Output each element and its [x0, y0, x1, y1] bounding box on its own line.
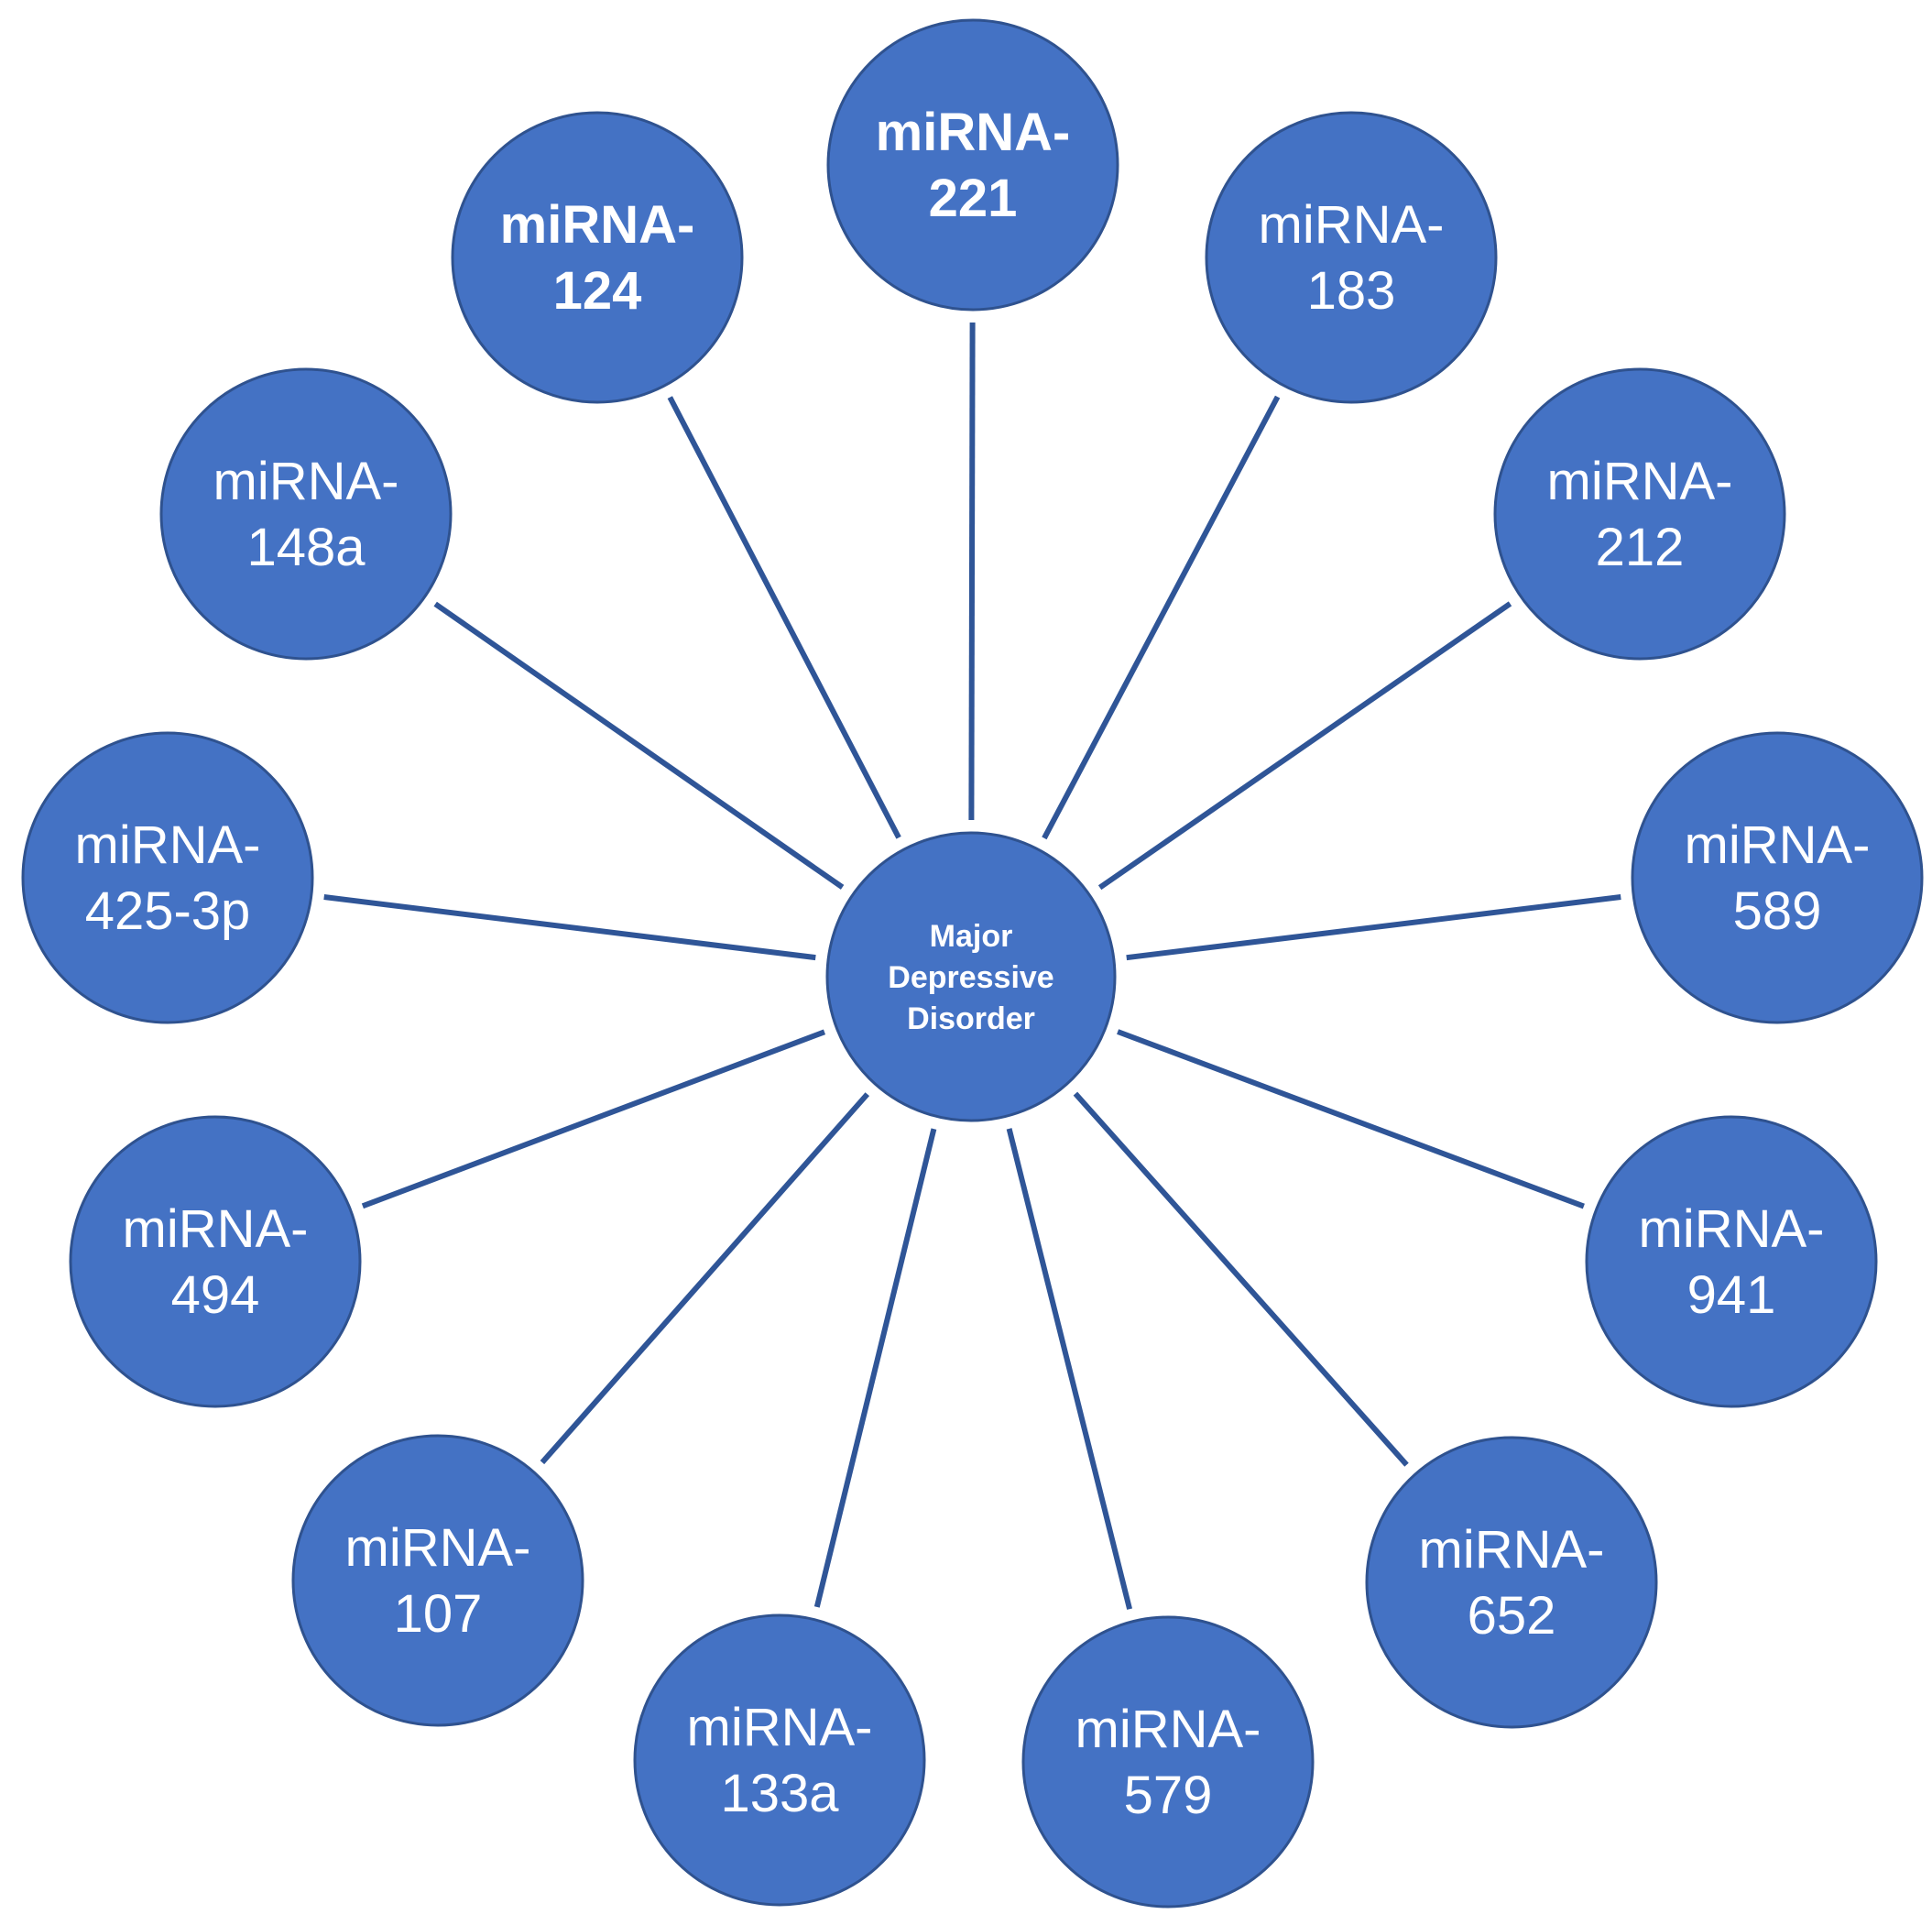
- node-label-line: 579: [1124, 1766, 1213, 1825]
- node-mirna-579: miRNA- 579: [1021, 1615, 1315, 1909]
- node-label-line: miRNA-: [1685, 815, 1871, 875]
- node-label-line: 124: [553, 261, 642, 321]
- node-label-line: 133a: [720, 1764, 839, 1823]
- node-circle: [159, 367, 453, 661]
- connector-mirna-589: [1126, 894, 1621, 961]
- node-mirna-494: miRNA-494: [69, 1115, 362, 1408]
- node-label-line: 148a: [246, 518, 366, 577]
- node-mirna-107: miRNA-107: [291, 1434, 584, 1727]
- node-label-line: 941: [1687, 1265, 1776, 1325]
- node-label-line: miRNA-: [687, 1698, 873, 1757]
- node-mirna-221: miRNA- 221: [826, 18, 1119, 312]
- node-label-line: 183: [1307, 261, 1396, 321]
- node-label-line: miRNA-: [1075, 1700, 1261, 1759]
- node-mirna-589: miRNA-589: [1631, 731, 1924, 1024]
- node-mirna-425-3p: miRNA-425-3p: [21, 731, 314, 1024]
- node-mirna-212: miRNA- 212: [1493, 367, 1786, 661]
- node-circle: [1365, 1436, 1658, 1729]
- connector-mirna-941: [1117, 1029, 1585, 1209]
- node-label-line: miRNA-: [876, 103, 1071, 162]
- center-label-line: Depressive: [888, 960, 1053, 995]
- node-label-line: miRNA-: [345, 1518, 531, 1578]
- center-circle: [825, 831, 1117, 1122]
- node-circle: [1021, 1615, 1315, 1909]
- node-circle: [291, 1434, 584, 1727]
- node-label-line: miRNA-: [1419, 1520, 1605, 1580]
- node-label-line: miRNA-: [500, 195, 695, 255]
- node-circle: [826, 18, 1119, 312]
- connector-mirna-133a: [813, 1128, 937, 1608]
- node-mirna-148a: miRNA- 148a: [159, 367, 453, 661]
- node-label-line: 221: [929, 169, 1018, 228]
- node-circle: [1585, 1115, 1878, 1408]
- node-circle: [1493, 367, 1786, 661]
- node-label-line: 425-3p: [85, 881, 251, 941]
- connector-mirna-652: [1073, 1091, 1409, 1467]
- connector-mirna-107: [540, 1092, 870, 1465]
- node-circle: [69, 1115, 362, 1408]
- node-label-line: miRNA-: [1259, 195, 1445, 255]
- node-circle: [1631, 731, 1924, 1024]
- node-label-line: miRNA-: [1639, 1199, 1825, 1259]
- node-circle: [1205, 111, 1498, 404]
- center-label-line: Disorder: [907, 1001, 1035, 1036]
- node-label-line: miRNA-: [1547, 452, 1733, 511]
- node-mirna-652: miRNA-652: [1365, 1436, 1658, 1729]
- connector-mirna-221: [968, 322, 976, 821]
- node-label-line: 589: [1733, 881, 1822, 941]
- node-label-line: miRNA-: [213, 452, 399, 511]
- node-mirna-124: miRNA-124: [451, 111, 744, 404]
- node-mirna-183: miRNA-183: [1205, 111, 1498, 404]
- node-label-line: miRNA-: [123, 1199, 309, 1259]
- node-label-line: miRNA-: [75, 815, 261, 875]
- node-label-line: 652: [1468, 1586, 1556, 1646]
- connector-mirna-183: [1042, 395, 1281, 840]
- connectors: [323, 322, 1621, 1610]
- center-label-line: Major: [930, 919, 1013, 954]
- node-mirna-941: miRNA-941: [1585, 1115, 1878, 1408]
- node-circle: [633, 1613, 926, 1907]
- connector-mirna-212: [1097, 601, 1512, 891]
- connector-mirna-124: [667, 396, 901, 839]
- node-label-line: 107: [394, 1584, 483, 1644]
- connector-mirna-148a: [433, 601, 845, 890]
- connector-mirna-579: [1006, 1128, 1133, 1610]
- connector-mirna-494: [361, 1029, 826, 1209]
- node-mirna-133a: miRNA- 133a: [633, 1613, 926, 1907]
- connector-mirna-425-3p: [323, 894, 816, 961]
- node-label-line: 212: [1596, 518, 1685, 577]
- node-circle: [451, 111, 744, 404]
- node-label-line: 494: [171, 1265, 260, 1325]
- node-circle: [21, 731, 314, 1024]
